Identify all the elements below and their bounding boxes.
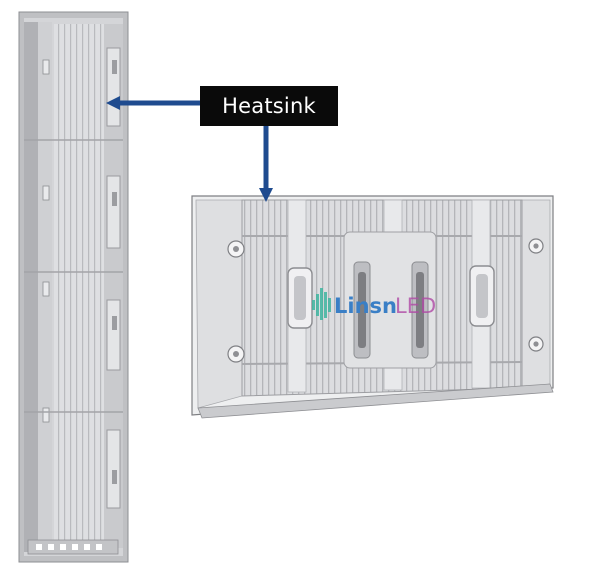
heatsink-callout-label: Heatsink — [200, 86, 338, 126]
cabinet-side-view — [18, 11, 129, 563]
cabinet-rear-view — [191, 195, 554, 419]
logo-text-accent: LED — [395, 294, 436, 318]
logo-text-main: Linsn — [334, 294, 397, 318]
linsn-led-logo: Linsn LED — [312, 288, 436, 320]
callout-arrows — [106, 96, 273, 202]
